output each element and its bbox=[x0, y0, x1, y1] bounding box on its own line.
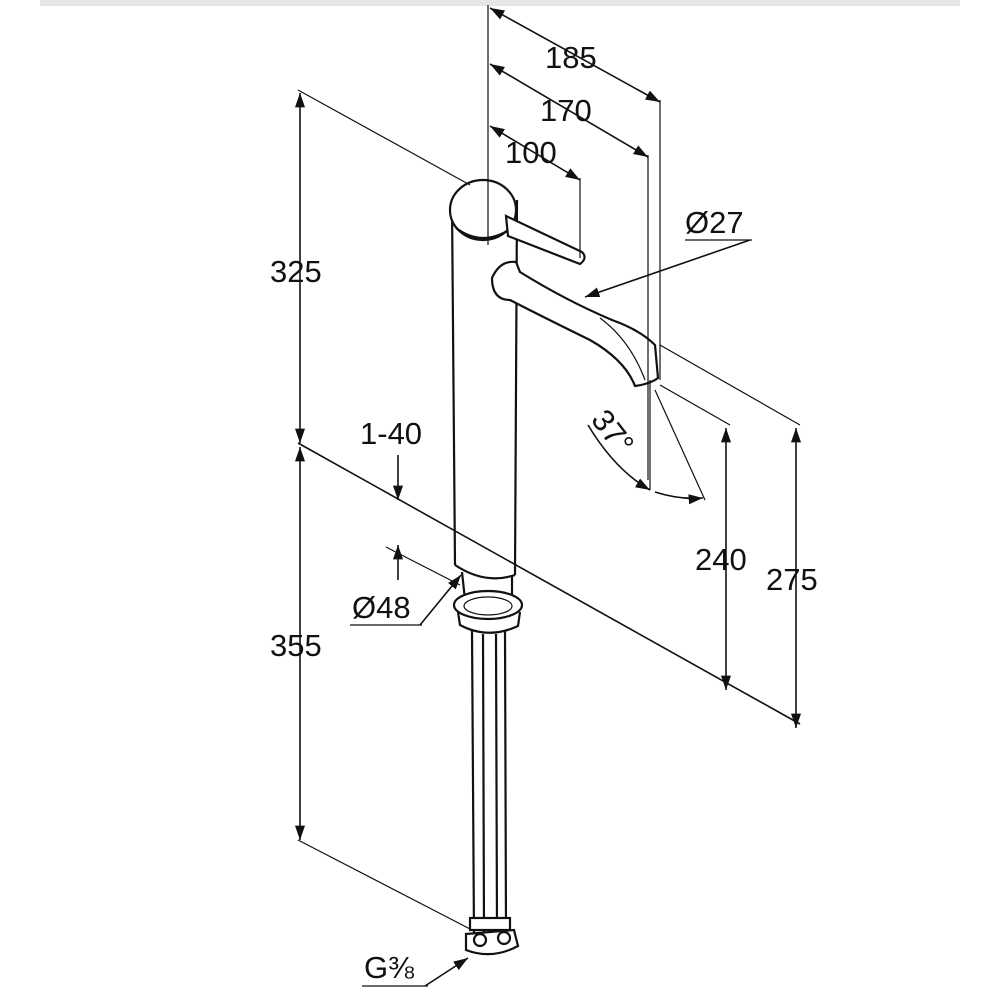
hose-355-dimension bbox=[294, 447, 473, 931]
reach-dimensions bbox=[487, 5, 661, 480]
faucet-body bbox=[448, 178, 660, 956]
thread-label: G⅜ bbox=[364, 950, 414, 985]
dim-48-leader bbox=[419, 574, 462, 626]
dim-27-leader bbox=[584, 239, 751, 298]
dim-100-label: 100 bbox=[505, 135, 557, 170]
dim-325-label: 325 bbox=[270, 254, 322, 289]
countertop-line bbox=[297, 442, 801, 725]
angle-37-dimension bbox=[587, 380, 706, 505]
dim-170-label: 170 bbox=[540, 93, 592, 128]
dim-275-label: 275 bbox=[766, 562, 818, 597]
dim-355-label: 355 bbox=[270, 628, 322, 663]
dim-27-label: Ø27 bbox=[685, 205, 744, 240]
dim-1-40-label: 1-40 bbox=[360, 416, 422, 451]
dim-185-label: 185 bbox=[545, 40, 597, 75]
thread-leader bbox=[424, 957, 469, 987]
dim-48-label: Ø48 bbox=[352, 590, 411, 625]
dim-240-label: 240 bbox=[695, 542, 747, 577]
height-325-dimension bbox=[294, 89, 471, 443]
top-strip bbox=[40, 0, 960, 6]
deck-thickness-dimension bbox=[385, 455, 461, 586]
spout-height-dimensions bbox=[659, 344, 802, 728]
dim-37-label: 37° bbox=[584, 403, 640, 461]
